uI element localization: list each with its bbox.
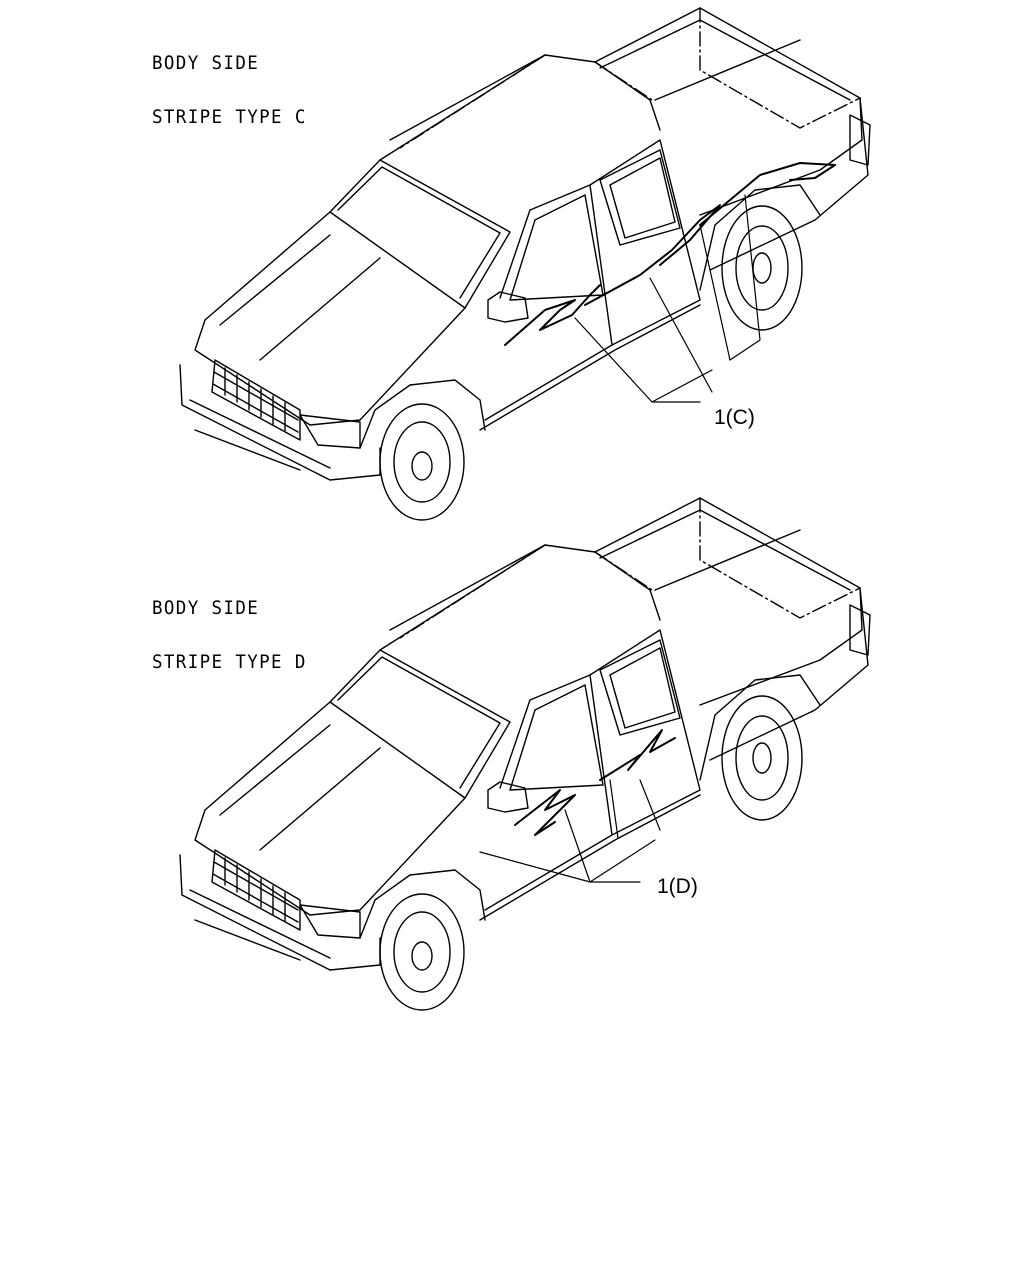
headlight	[300, 905, 360, 938]
grille	[212, 850, 300, 930]
front-fender	[360, 870, 485, 938]
front-wheel	[380, 894, 464, 1010]
rear-fender	[700, 185, 820, 290]
windshield	[330, 650, 510, 798]
grille	[212, 360, 300, 440]
truck-bed	[595, 8, 868, 270]
rear-wheel	[722, 206, 802, 330]
stripe-c-rear	[700, 163, 835, 225]
rear-door	[590, 140, 700, 345]
rear-window	[600, 150, 680, 245]
heading-d-line1: BODY SIDE	[152, 597, 260, 619]
roof-back-edge	[595, 62, 652, 100]
callout-label-c: 1(C)	[714, 406, 755, 429]
rear-door	[590, 630, 700, 835]
front-door	[485, 185, 612, 420]
stripe-d-rear	[600, 730, 675, 780]
heading-stripe-type-d: BODY SIDE STRIPE TYPE D	[152, 563, 307, 689]
bed-top-rail	[700, 8, 860, 128]
roof-back-edge	[595, 552, 652, 590]
truck-illustration-stripe-d	[0, 490, 1024, 1030]
truck-illustration-stripe-c	[0, 0, 1024, 540]
stripe-c-mid	[585, 205, 720, 305]
windshield	[330, 160, 510, 308]
hood	[195, 702, 465, 915]
bed-top-rail	[700, 498, 860, 618]
front-wheel	[380, 404, 464, 520]
side-mirror	[488, 782, 528, 812]
stripe-c-front	[505, 285, 600, 345]
heading-c-line1: BODY SIDE	[152, 52, 260, 74]
leader-lines-c	[575, 195, 760, 402]
side-mirror	[488, 292, 528, 322]
hood	[195, 212, 465, 425]
rear-wheel	[722, 696, 802, 820]
rear-window	[600, 640, 680, 735]
heading-c-line2: STRIPE TYPE C	[152, 106, 307, 128]
front-door	[485, 675, 612, 910]
stripe-d-front	[515, 790, 575, 835]
heading-stripe-type-c: BODY SIDE STRIPE TYPE C	[152, 18, 307, 144]
front-window	[510, 195, 603, 300]
front-fender	[360, 380, 485, 448]
leader-lines-d	[480, 780, 660, 882]
front-window	[510, 685, 603, 790]
headlight	[300, 415, 360, 448]
heading-d-line2: STRIPE TYPE D	[152, 651, 307, 673]
rear-fender	[700, 675, 820, 780]
callout-label-d: 1(D)	[657, 875, 698, 898]
truck-bed	[595, 498, 868, 760]
